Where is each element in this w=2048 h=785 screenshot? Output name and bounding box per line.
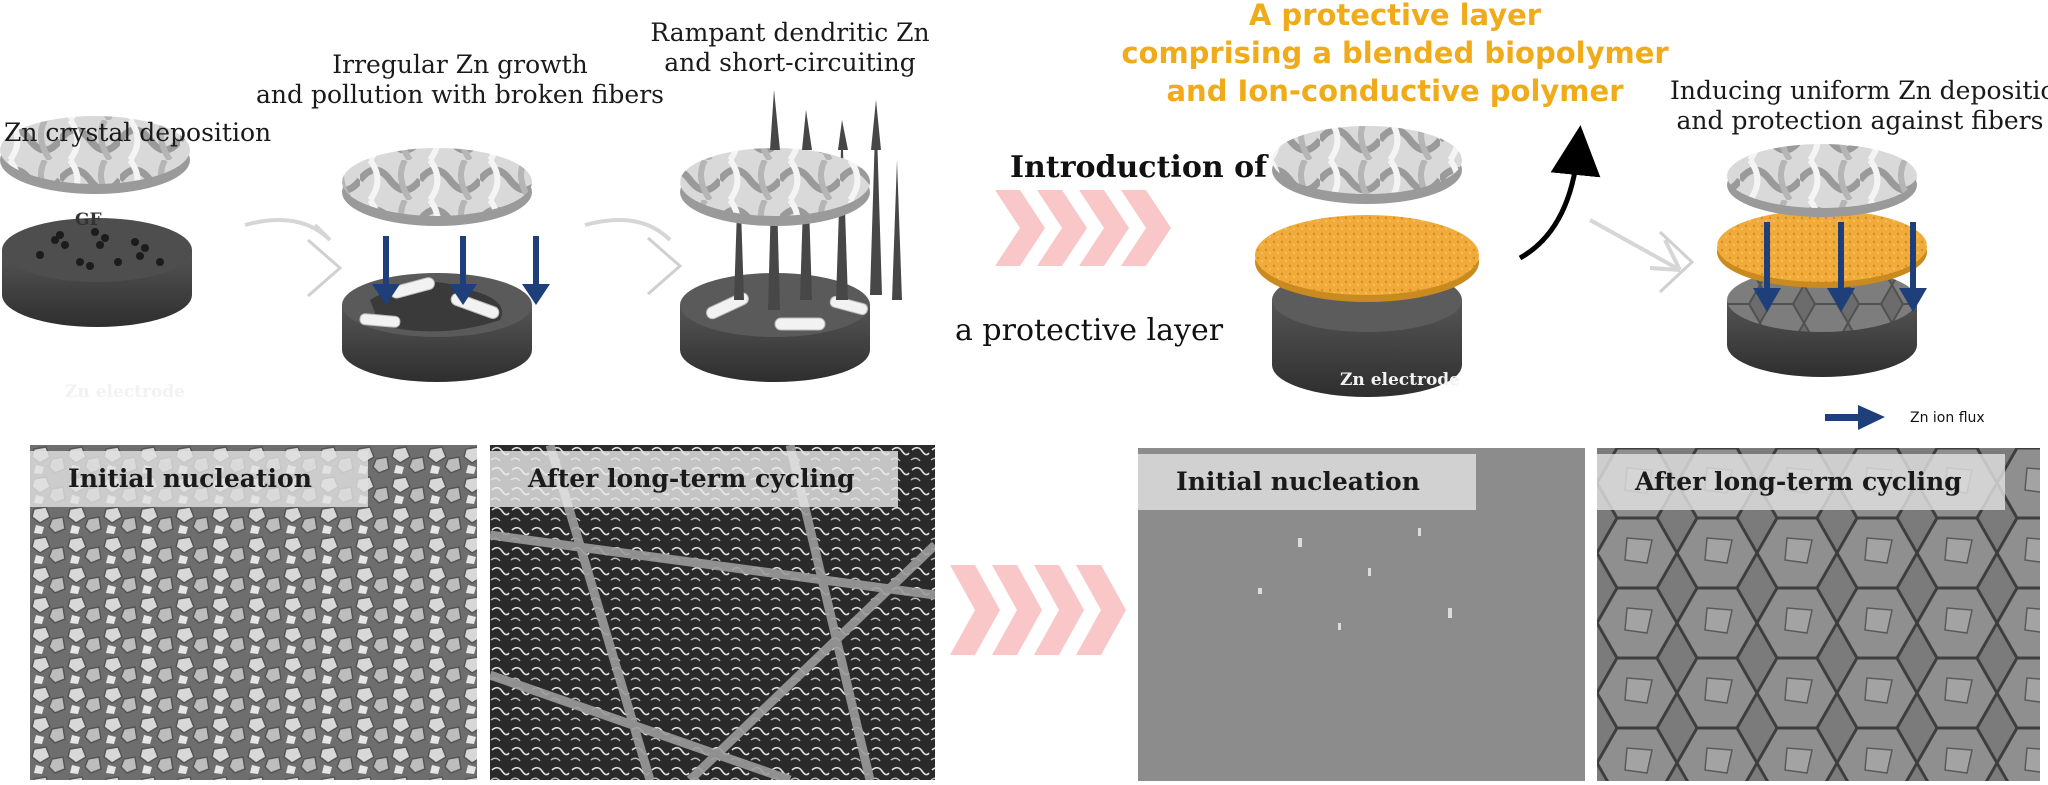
black-curved-arrow [1518, 125, 1601, 261]
protective-electrode-label: Zn electrode [1340, 370, 1460, 390]
intro-line1: Introduction of [1010, 150, 1268, 185]
gf-label: GF [75, 210, 102, 230]
protective-gf-disk [1272, 126, 1462, 204]
schematic-drawing [0, 90, 1927, 430]
step3-gf-disk [680, 148, 870, 226]
sem-image-long-cycling-protected: After long-term cycling [1597, 448, 2040, 781]
flux-legend-label: Zn ion flux [1910, 410, 1985, 426]
gray-arrow [244, 218, 1682, 272]
panel1-label: Initial nucleation [30, 451, 368, 507]
electrode-label: Zn electrode [65, 382, 185, 402]
pink-chevrons-top [995, 190, 1171, 266]
step5-flux-arrows [1753, 222, 1927, 312]
step5-protective-layer [1717, 210, 1927, 288]
step2-gf-disk [342, 148, 532, 226]
panel3-label: Initial nucleation [1138, 454, 1476, 510]
sem-image-initial-nucleation-bare: Initial nucleation [30, 445, 477, 780]
gray-chevron-arrow [307, 230, 1695, 298]
step3-dendrite-tips [770, 90, 881, 150]
sem-image-long-cycling-bare: After long-term cycling [490, 445, 935, 780]
step2-flux-arrows [372, 236, 550, 305]
protective-layer-disk [1255, 215, 1479, 302]
step1-caption: Zn crystal deposition [4, 118, 272, 147]
step1-gf-disk [0, 116, 190, 194]
flux-legend-arrow [1825, 405, 1885, 430]
panel2-label: After long-term cycling [490, 451, 898, 507]
pink-chevrons-bottom [950, 565, 1126, 655]
step1-zn-electrode [2, 218, 192, 327]
panel4-label: After long-term cycling [1597, 454, 2005, 510]
sem-image-initial-nucleation-protected: Initial nucleation [1138, 448, 1585, 781]
step5-gf-disk [1727, 144, 1917, 217]
intro-line2: a protective layer [955, 313, 1224, 348]
step2-zn-electrode [342, 273, 532, 382]
